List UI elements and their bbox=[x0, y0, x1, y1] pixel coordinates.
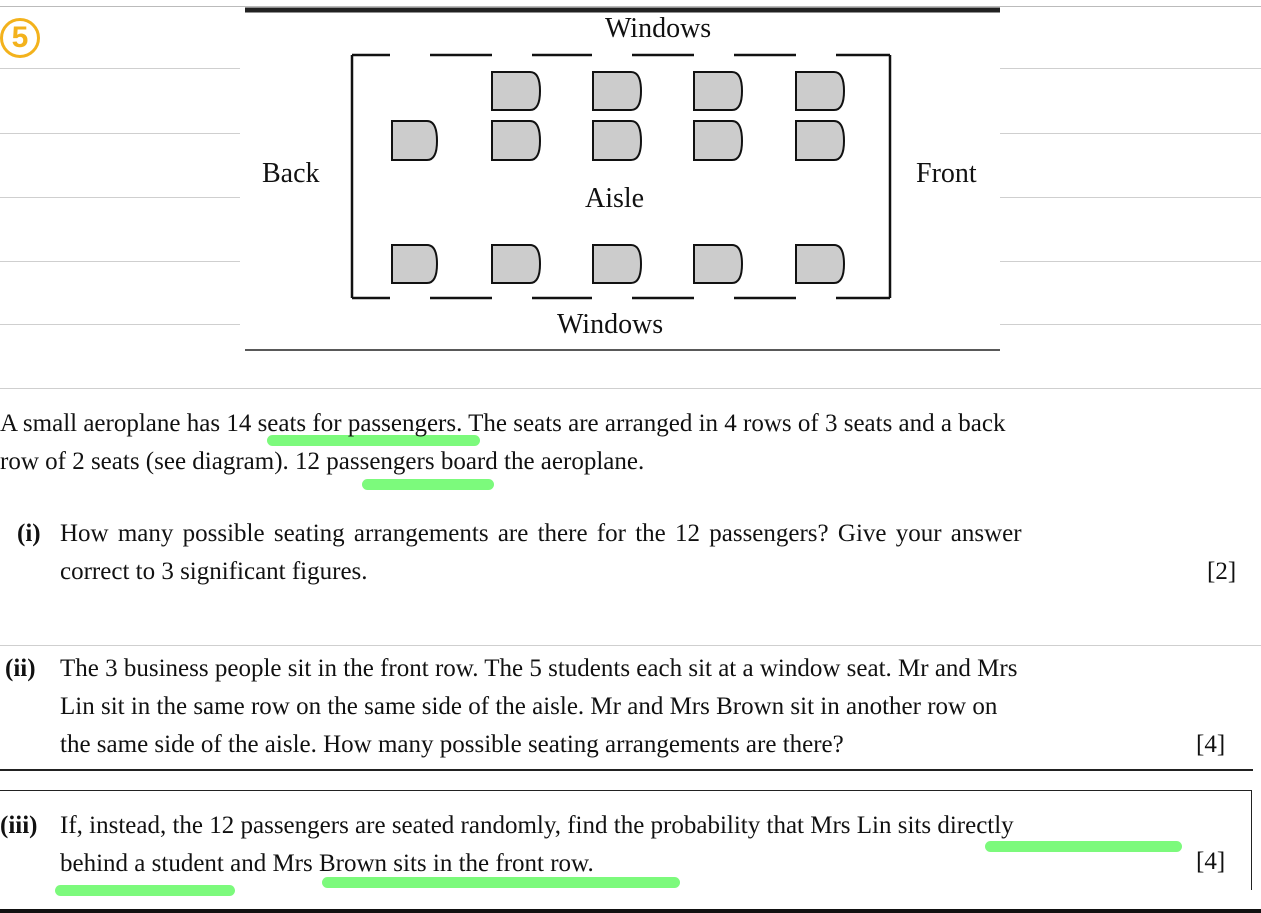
part-i-label: (i) bbox=[17, 520, 41, 547]
diagram-bottom-windows-label: Windows bbox=[557, 309, 664, 340]
question-number-badge: 5 bbox=[0, 18, 40, 58]
seat-row2-window-bottom bbox=[592, 244, 643, 284]
part-i-marks: [2] bbox=[1207, 558, 1237, 585]
seat-row3-aisle-top bbox=[693, 120, 744, 161]
intro-line-1: A small aeroplane has 14 seats for passe… bbox=[0, 410, 1006, 437]
part-ii-line-1: The 3 business people sit in the front r… bbox=[60, 655, 1018, 682]
part-i-line-1: How many possible seating arrangements a… bbox=[60, 520, 1022, 547]
part-iii-line-2: behind a student and Mrs Brown sits in t… bbox=[60, 850, 594, 877]
seat-row4-window-top bbox=[795, 71, 846, 111]
seat-row4-aisle-top bbox=[795, 120, 846, 161]
seat-row1-aisle-top bbox=[491, 120, 542, 161]
part-iii-line-1: If, instead, the 12 passengers are seate… bbox=[60, 812, 1014, 839]
part-ii-line-2: Lin sit in the same row on the same side… bbox=[60, 693, 998, 720]
diagram-top-windows-label: Windows bbox=[605, 13, 712, 44]
part-i-line-2: correct to 3 significant figures. bbox=[60, 558, 368, 585]
seat-row2-aisle-top bbox=[592, 120, 643, 161]
part-ii-label: (ii) bbox=[5, 655, 36, 682]
diagram-aisle-label: Aisle bbox=[585, 183, 645, 214]
seat-row2-window-top bbox=[592, 71, 643, 111]
seating-diagram bbox=[245, 7, 1000, 351]
seat-row3-window-bottom bbox=[693, 244, 744, 284]
highlight-front-row bbox=[322, 877, 680, 888]
seat-row4-window-bottom bbox=[795, 244, 846, 284]
diagram-back-label: Back bbox=[262, 158, 320, 189]
highlight-14-seats bbox=[267, 435, 480, 446]
diagram-front-label: Front bbox=[916, 158, 977, 189]
seat-row1-window-bottom bbox=[491, 244, 542, 284]
intro-line-2: row of 2 seats (see diagram). 12 passeng… bbox=[0, 448, 645, 475]
highlight-12-passengers bbox=[362, 479, 494, 490]
highlight-mrs-lin-sits bbox=[985, 841, 1182, 852]
part-iii-label: (iii) bbox=[0, 812, 38, 839]
part-iii-marks: [4] bbox=[1196, 848, 1226, 875]
cabin-outline bbox=[350, 53, 892, 300]
highlight-behind-student bbox=[55, 885, 235, 896]
part-ii-marks: [4] bbox=[1196, 731, 1226, 758]
part-ii-line-3: the same side of the aisle. How many pos… bbox=[60, 731, 844, 758]
seat-back-row-top bbox=[391, 120, 439, 161]
seat-row1-window-top bbox=[491, 71, 542, 111]
seat-back-row-bottom bbox=[391, 244, 439, 284]
seat-row3-window-top bbox=[693, 71, 744, 111]
